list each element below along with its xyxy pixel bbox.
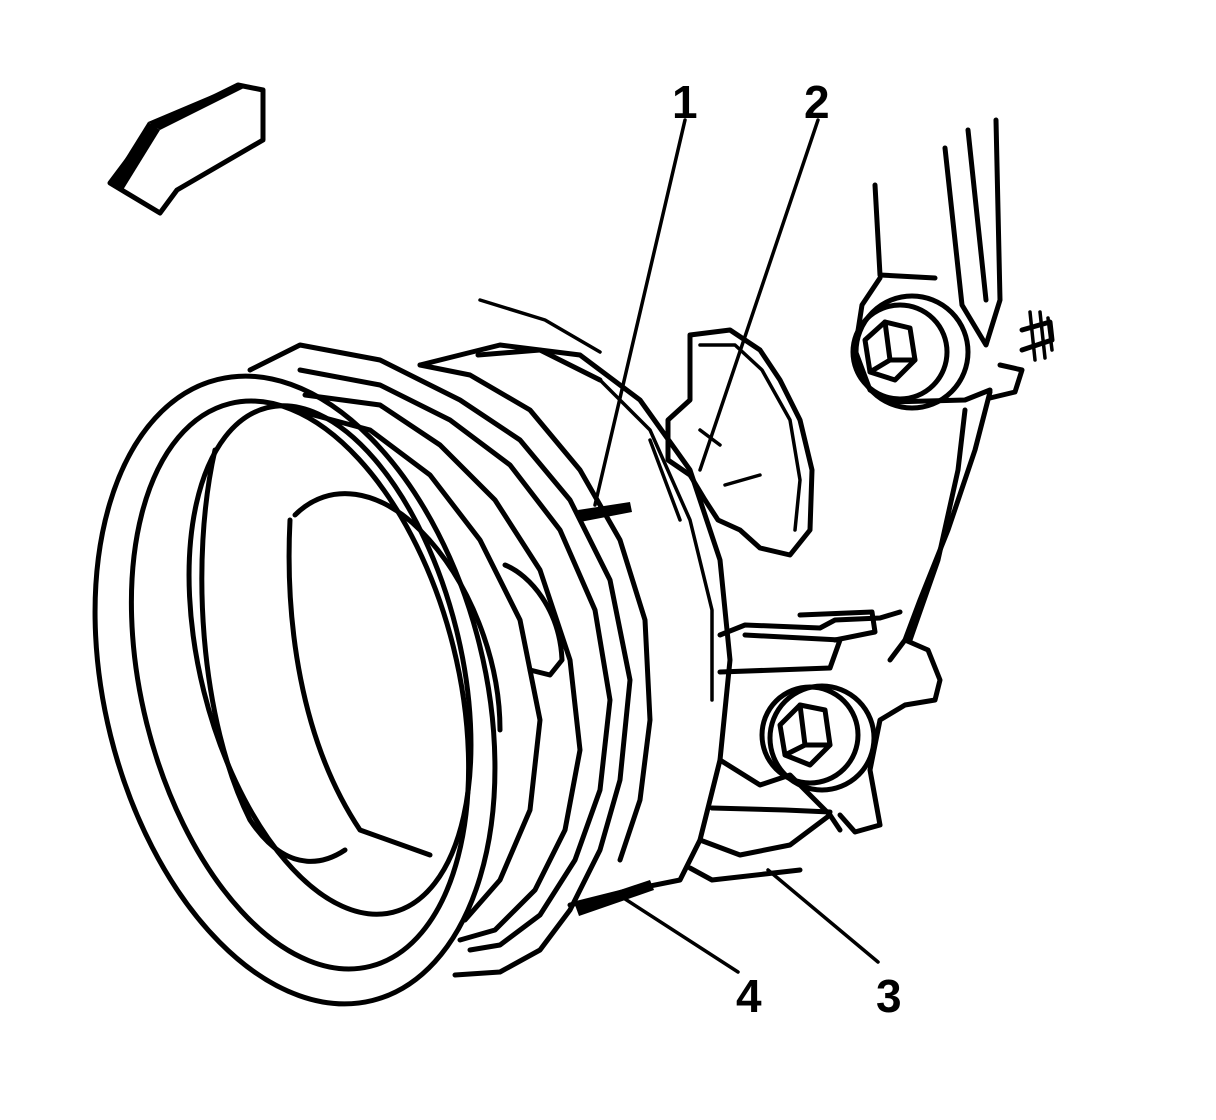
- callouts: 1 2 3 4: [672, 76, 902, 1022]
- leader-lines: [593, 118, 880, 974]
- mounting-bracket: [687, 117, 1055, 883]
- pulley: [92, 298, 733, 1007]
- callout-3: 3: [876, 970, 902, 1022]
- callout-2: 2: [804, 76, 830, 128]
- callout-4: 4: [736, 970, 762, 1022]
- front-direction-arrow-icon: [107, 82, 266, 216]
- timing-marks: [575, 502, 654, 916]
- tensioner-tab: [665, 327, 815, 558]
- callout-1: 1: [672, 76, 698, 128]
